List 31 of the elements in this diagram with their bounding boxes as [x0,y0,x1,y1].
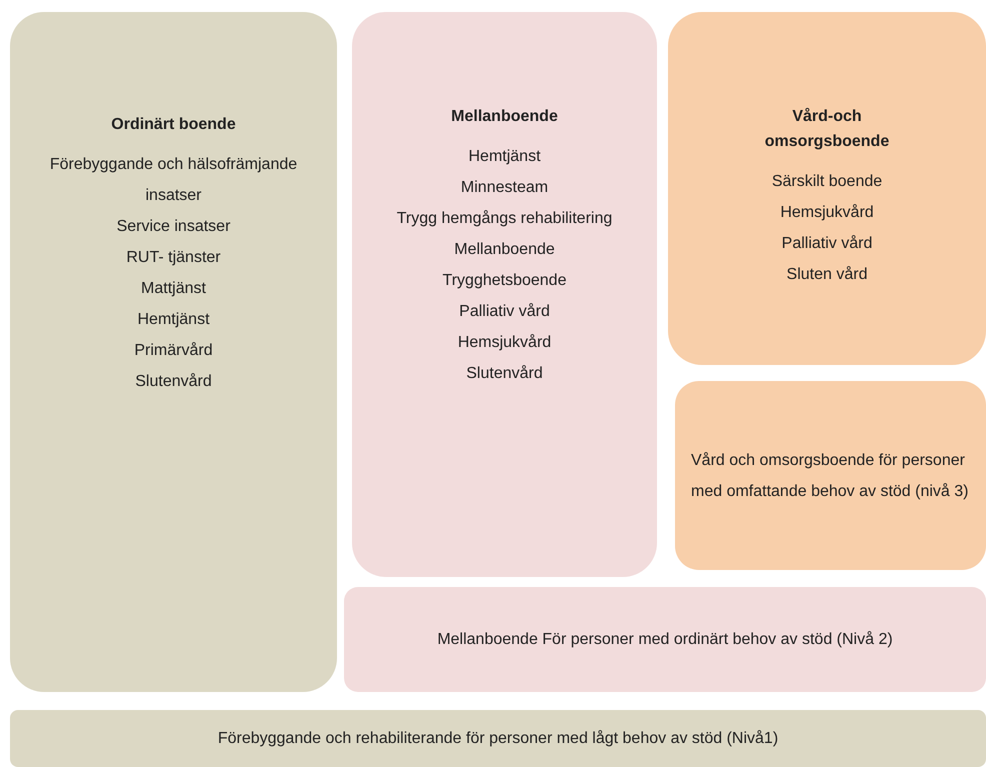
category-panel [352,12,657,577]
panel-heading: Ordinärt boende [111,115,236,135]
panel-text: Förebyggande och rehabiliterande för personer med lågt behov av stöd (Nivå1) [218,729,778,749]
category-panel [668,12,986,365]
service-item: Service insatser [116,217,230,237]
panel-text: Vård och omsorgsboende för personer med omfattande behov av stöd (nivå 3) [691,450,970,502]
service-item: Hemtjänst [137,310,210,330]
service-item: RUT- tjänster [126,248,221,268]
service-item: Mellanboende [454,240,555,260]
service-item: Trygghetsboende [442,271,566,291]
category-panel [344,587,986,692]
service-item: Mattjänst [141,279,206,299]
service-item: Sluten vård [786,265,868,285]
service-item: Förebyggande och hälsofrämjande insatser [48,155,298,206]
panel-text: Mellanboende För personer med ordinärt behov av stöd (Nivå 2) [437,630,893,650]
service-item: Hemtjänst [468,147,541,167]
category-panel [10,12,337,692]
service-item: Slutenvård [466,364,543,384]
panel-heading: Mellanboende [451,107,558,127]
service-item: Primärvård [134,341,213,361]
category-panel [10,710,986,767]
service-item: Minnesteam [460,178,548,198]
service-item: Palliativ vård [782,234,872,254]
category-panel [675,381,986,570]
service-item: Hemsjukvård [458,333,552,353]
service-item: Slutenvård [135,372,212,392]
service-item: Särskilt boende [772,172,882,192]
panel-heading: Vård-och omsorgsboende [764,106,890,152]
service-item: Palliativ vård [459,302,550,322]
service-item: Hemsjukvård [780,203,874,223]
service-item: Trygg hemgångs rehabilitering [396,209,612,229]
